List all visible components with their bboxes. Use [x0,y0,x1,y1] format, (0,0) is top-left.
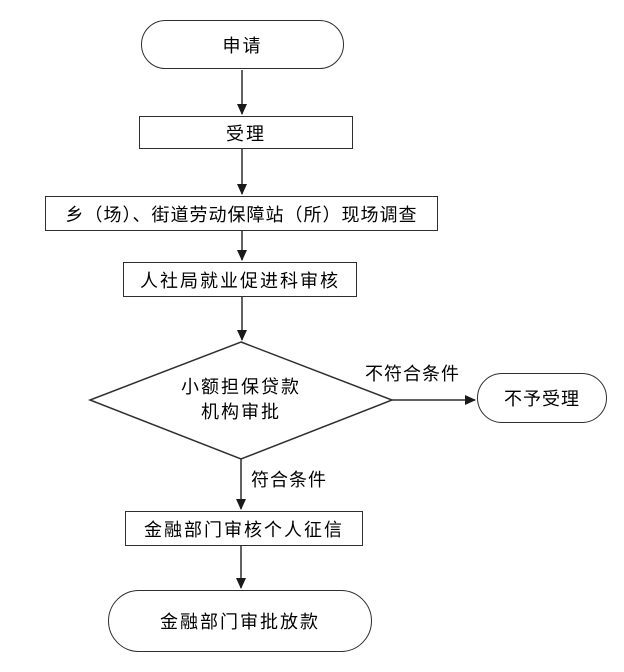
node-apply-label: 申请 [222,35,263,57]
node-survey-label: 乡（场）、街道劳动保障站（所）现场调查 [65,204,418,226]
edge-label-eligible: 符合条件 [251,470,327,491]
node-decision-label-line2: 机构审批 [201,402,281,423]
node-review-label: 人社局就业促进科审核 [140,270,340,292]
node-apply: 申请 [141,20,344,69]
node-accept: 受理 [139,116,353,149]
node-credit-label: 金融部门审核个人征信 [144,519,344,541]
node-decision: 小额担保贷款 机构审批 [156,372,326,428]
node-disburse-label: 金融部门审批放款 [160,612,320,633]
node-decision-label-line1: 小额担保贷款 [181,377,301,398]
node-accept-label: 受理 [226,123,266,145]
node-reject: 不予受理 [477,373,607,423]
node-credit: 金融部门审核个人征信 [125,511,363,546]
node-review: 人社局就业促进科审核 [123,262,357,297]
node-survey: 乡（场）、街道劳动保障站（所）现场调查 [45,196,438,231]
node-disburse: 金融部门审批放款 [108,590,372,652]
node-reject-label: 不予受理 [504,389,580,410]
edge-label-not-eligible: 不符合条件 [365,364,460,385]
